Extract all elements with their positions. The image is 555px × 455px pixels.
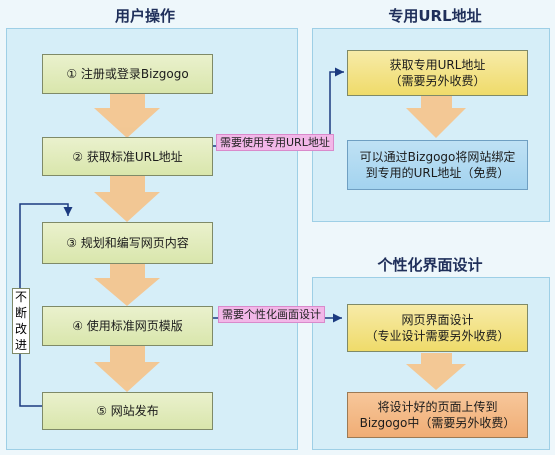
bind-url-line2: 到专用的URL地址（免费） bbox=[365, 166, 510, 180]
flow-arrow-4 bbox=[94, 346, 160, 392]
flow-arrow-2 bbox=[94, 174, 160, 222]
need-design-tag: 需要个性化画面设计 bbox=[218, 306, 325, 323]
improvement-loop bbox=[19, 203, 73, 407]
get-dedicated-url-line1: 获取专用URL地址 bbox=[389, 58, 486, 72]
bind-url-line1: 可以通过Bizgogo将网站绑定 bbox=[359, 150, 516, 164]
step-get-standard-url: ② 获取标准URL地址 bbox=[42, 137, 213, 176]
flow-arrow-design bbox=[406, 353, 466, 390]
user-ops-heading: 用户操作 bbox=[114, 7, 175, 25]
loop-char-4: 进 bbox=[14, 338, 27, 352]
dedicated-url-heading: 专用URL地址 bbox=[388, 7, 482, 25]
custom-design-heading: 个性化界面设计 bbox=[377, 256, 483, 274]
upload-design-line2: Bizgogo中（需要另外收费） bbox=[359, 416, 516, 430]
step-use-template: ④ 使用标准网页模版 bbox=[42, 306, 213, 346]
flow-arrow-3 bbox=[94, 264, 160, 306]
page-design-box: 网页界面设计 （专业设计需要另外收费） bbox=[347, 304, 528, 352]
need-url-tag: 需要使用专用URL地址 bbox=[216, 134, 334, 151]
loop-char-2: 断 bbox=[14, 306, 27, 320]
flow-arrow-1 bbox=[94, 94, 160, 138]
upload-design-line1: 将设计好的页面上传到 bbox=[377, 400, 498, 414]
improvement-loop-label: 不 断 改 进 bbox=[12, 288, 30, 354]
upload-design-box: 将设计好的页面上传到 Bizgogo中（需要另外收费） bbox=[347, 392, 528, 438]
get-dedicated-url-box: 获取专用URL地址 （需要另外收费） bbox=[347, 50, 528, 96]
get-dedicated-url-line2: （需要另外收费） bbox=[389, 74, 486, 88]
page-design-line2: （专业设计需要另外收费） bbox=[365, 329, 510, 343]
page-design-line1: 网页界面设计 bbox=[401, 313, 474, 327]
step-publish: ⑤ 网站发布 bbox=[42, 392, 213, 430]
step-register: ① 注册或登录Bizgogo bbox=[42, 54, 213, 94]
bind-url-box: 可以通过Bizgogo将网站绑定 到专用的URL地址（免费） bbox=[347, 140, 528, 190]
loop-char-1: 不 bbox=[14, 290, 27, 304]
loop-char-3: 改 bbox=[14, 322, 27, 336]
step-plan-content: ③ 规划和编写网页内容 bbox=[42, 222, 213, 264]
flow-arrow-url bbox=[406, 95, 466, 138]
